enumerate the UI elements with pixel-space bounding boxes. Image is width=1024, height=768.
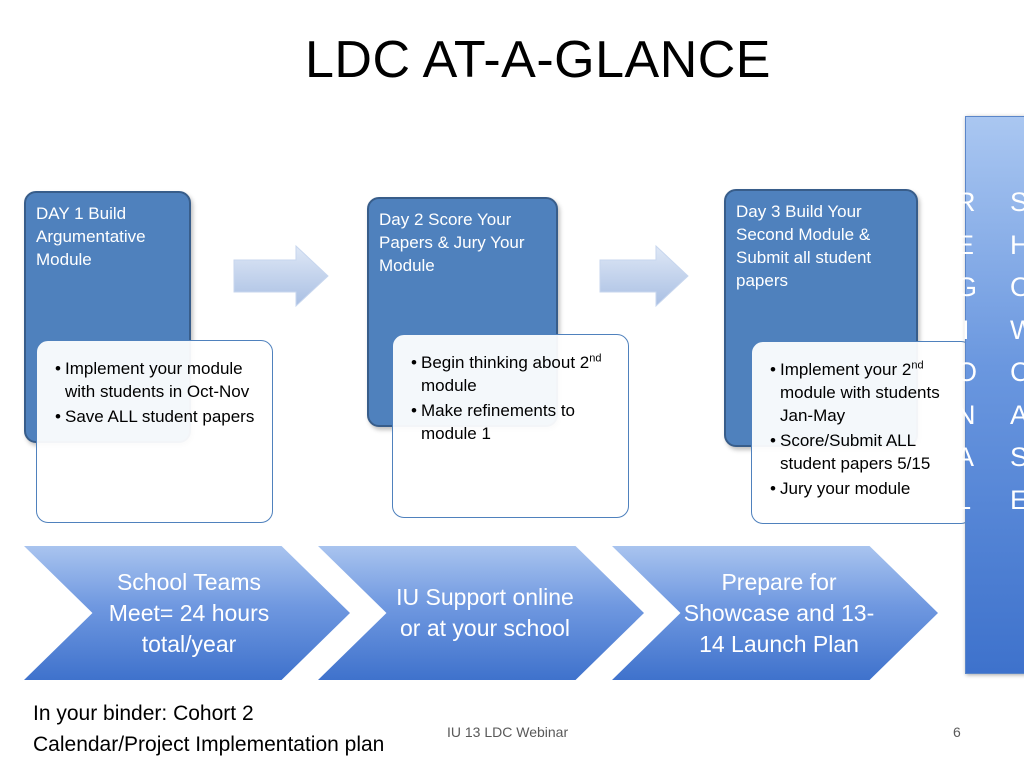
binder-note: In your binder: Cohort 2 Calendar/Projec… — [33, 702, 385, 756]
side-word-showcase: S H O W C A S E — [1010, 187, 1024, 515]
page-number: 6 — [953, 724, 961, 740]
regional-showcase-panel — [965, 116, 1024, 674]
day2-notes: Begin thinking about 2nd module Make ref… — [392, 334, 629, 518]
list-item: Jury your module — [770, 477, 964, 500]
list-item: Implement your 2nd module with students … — [770, 358, 964, 427]
slide-title: LDC AT-A-GLANCE — [305, 31, 771, 89]
process-step-1-label: School Teams Meet= 24 hours total/year — [108, 568, 270, 657]
process-step-3-label: Prepare for Showcase and 13-14 Launch Pl… — [683, 568, 875, 657]
day1-label: DAY 1 Build Argumentative Module — [36, 204, 146, 269]
process-step-2-label: IU Support online or at your school — [396, 584, 574, 641]
day1-notes: Implement your module with students in O… — [36, 340, 273, 523]
list-item: Make refinements to module 1 — [411, 399, 620, 445]
footer-text: IU 13 LDC Webinar — [447, 724, 569, 740]
list-item: Score/Submit ALL student papers 5/15 — [770, 429, 964, 475]
day3-notes: Implement your 2nd module with students … — [751, 341, 973, 524]
day3-label: Day 3 Build Your Second Module & Submit … — [736, 202, 872, 290]
list-item: Save ALL student papers — [55, 405, 264, 428]
right-arrow-icon — [599, 244, 689, 308]
right-arrow-icon — [233, 244, 329, 308]
list-item: Begin thinking about 2nd module — [411, 351, 620, 397]
day2-label: Day 2 Score Your Papers & Jury Your Modu… — [379, 210, 525, 275]
side-word-regional: R E G I O N A L — [956, 187, 978, 515]
list-item: Implement your module with students in O… — [55, 357, 264, 403]
